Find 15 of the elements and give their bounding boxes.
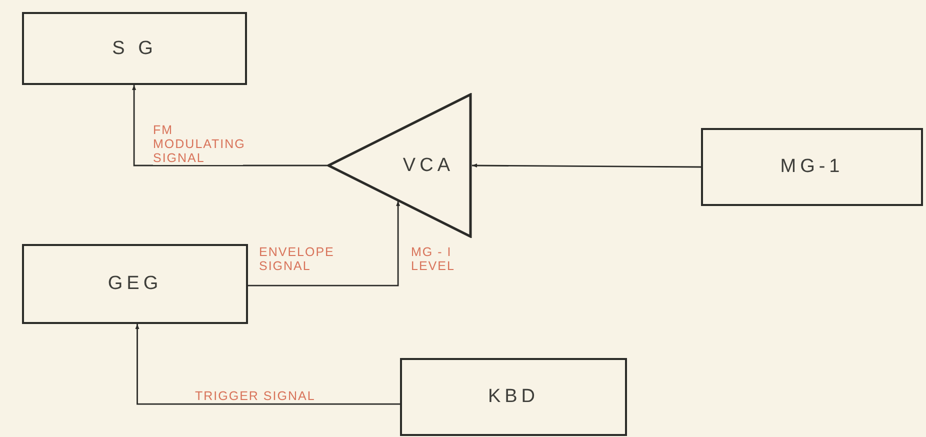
- block-box: [400, 358, 627, 436]
- amplifier-triangle: [327, 93, 472, 238]
- block-box: [22, 12, 247, 85]
- block-label: GEG: [108, 273, 162, 295]
- block-label: S G: [112, 38, 157, 60]
- signal-arrow: [472, 164, 701, 168]
- block-box: [701, 128, 923, 206]
- block-label: KBD: [488, 386, 540, 408]
- block-box: [22, 244, 248, 324]
- block-label: MG-1: [780, 156, 844, 178]
- signal-arrow: [248, 201, 400, 286]
- signal-arrow: [132, 85, 327, 166]
- edge-label: FM MODULATING SIGNAL: [153, 123, 243, 165]
- signal-arrow: [135, 324, 400, 405]
- block-label: VCA: [402, 154, 454, 176]
